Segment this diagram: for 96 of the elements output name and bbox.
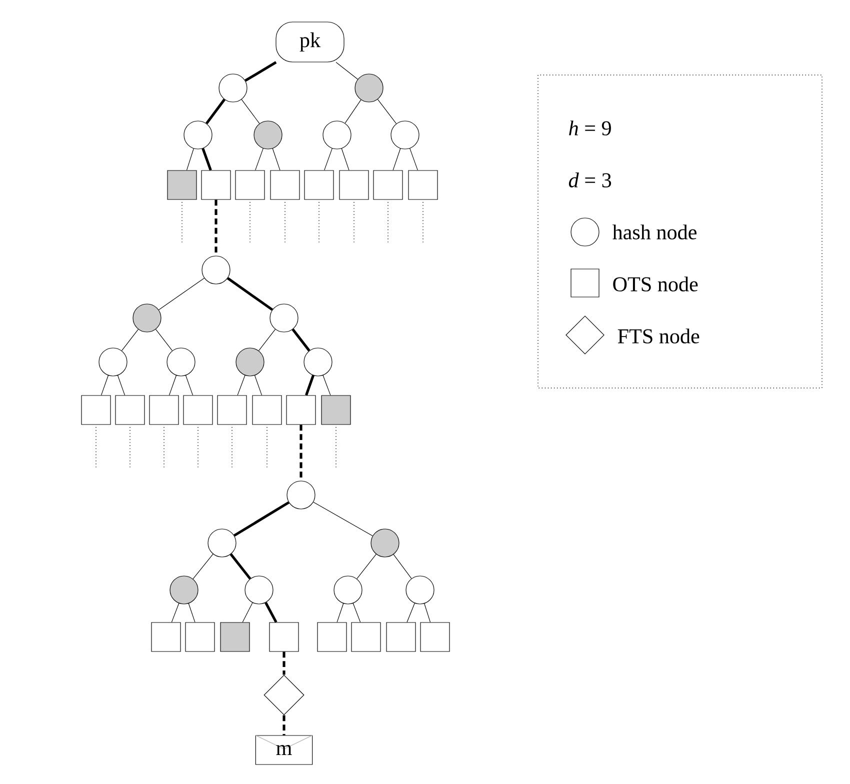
tree-edge: [158, 278, 205, 310]
ots-node-square: [286, 395, 316, 425]
hash-node-circle: [170, 576, 198, 604]
tree-edge: [185, 375, 194, 396]
tree-edge: [356, 554, 376, 580]
tree-edge: [305, 375, 314, 396]
hash-node-circle: [132, 304, 162, 332]
tree-edge: [206, 98, 226, 124]
hash-node-circle: [184, 120, 212, 150]
message-envelope: m: [255, 734, 313, 765]
tree-edge: [234, 501, 290, 537]
tree-edge: [264, 602, 278, 623]
tree-edge: [226, 277, 274, 311]
ots-node-square: [167, 170, 197, 200]
tree-edge: [336, 603, 344, 622]
ots-node-square: [151, 622, 181, 652]
hash-node-circle: [98, 348, 128, 376]
ots-node-square: [339, 170, 369, 200]
ots-node-square: [183, 395, 213, 425]
hash-node-circle: [244, 576, 274, 604]
tree-edge: [344, 100, 362, 124]
tree-edge: [322, 375, 331, 396]
parameter-label: d = 3: [568, 172, 612, 188]
ots-node-square: [269, 622, 299, 652]
tree-edge: [121, 329, 139, 351]
fts-node-diamond: [264, 674, 304, 716]
legend-label: OTS node: [613, 276, 698, 292]
hash-node-circle: [286, 480, 316, 510]
ots-node-square: [201, 170, 231, 200]
ots-node-square: [373, 170, 403, 200]
hash-node-circle: [270, 304, 298, 332]
tree-edge: [242, 602, 253, 622]
tree-edge: [188, 603, 196, 622]
hash-node-circle: [166, 348, 196, 376]
hash-node-circle: [406, 576, 434, 604]
hash-node-circle: [218, 74, 248, 102]
parameter-label: h = 9: [569, 120, 611, 136]
tree-edge: [255, 148, 264, 170]
tree-edge: [155, 329, 173, 351]
tree-edge: [377, 99, 397, 124]
tree-edge: [100, 375, 109, 396]
root-node: pk: [276, 22, 344, 62]
tree-edge: [341, 148, 350, 170]
tree-edge: [392, 148, 401, 170]
hash-node-circle: [254, 120, 282, 150]
hash-node-circle: [334, 576, 362, 604]
ots-node-square: [185, 622, 215, 652]
tree-edge: [410, 148, 418, 170]
tree-edge: [272, 148, 280, 170]
tree-edge: [117, 375, 126, 396]
tree-edge: [241, 99, 260, 124]
tree-edge: [202, 148, 212, 171]
ots-node-square: [115, 395, 145, 425]
ots-node-square: [304, 170, 334, 200]
tree-edge: [352, 603, 361, 622]
tree-edge: [393, 554, 412, 579]
ots-node-square: [351, 622, 381, 652]
ots-node-square: [252, 395, 282, 425]
tree-edge: [192, 554, 214, 580]
hash-node-circle: [208, 528, 236, 558]
tree-edge: [292, 328, 310, 352]
tree-edge: [168, 375, 177, 396]
tree-edge: [258, 329, 276, 351]
tree-edge: [237, 375, 246, 396]
tree-edge: [171, 603, 180, 622]
hash-node-circle: [390, 120, 420, 150]
ots-node-square: [220, 622, 250, 652]
tree-edge: [324, 148, 332, 170]
tree-edge: [406, 602, 415, 622]
hash-node-circle: [236, 348, 264, 376]
ots-node-square: [270, 170, 300, 200]
tree-edge: [424, 603, 431, 622]
tree-edge: [254, 375, 262, 396]
tree-edge: [186, 148, 194, 170]
path-connector: [282, 715, 286, 736]
tree-edge: [230, 553, 252, 580]
ots-node-square: [321, 395, 351, 425]
ots-node-square: [235, 170, 265, 200]
hash-node-circle: [322, 120, 352, 150]
hash-node-circle: [304, 348, 332, 376]
path-connector: [282, 652, 286, 675]
hash-node-circle: [370, 528, 400, 558]
legend-label: FTS node: [618, 328, 700, 344]
ots-node-square: [81, 395, 111, 425]
ots-node-square: [317, 622, 347, 652]
tree-edge: [313, 502, 373, 536]
tree-edge: [244, 61, 277, 82]
legend-label: hash node: [612, 224, 696, 240]
tree-edge: [336, 62, 358, 80]
ots-node-square: [217, 395, 247, 425]
ots-node-square: [149, 395, 179, 425]
hash-node-circle: [354, 74, 384, 102]
ots-node-square: [420, 622, 450, 652]
ots-node-square: [386, 622, 416, 652]
hash-node-circle: [202, 256, 230, 284]
ots-node-square: [408, 170, 438, 200]
